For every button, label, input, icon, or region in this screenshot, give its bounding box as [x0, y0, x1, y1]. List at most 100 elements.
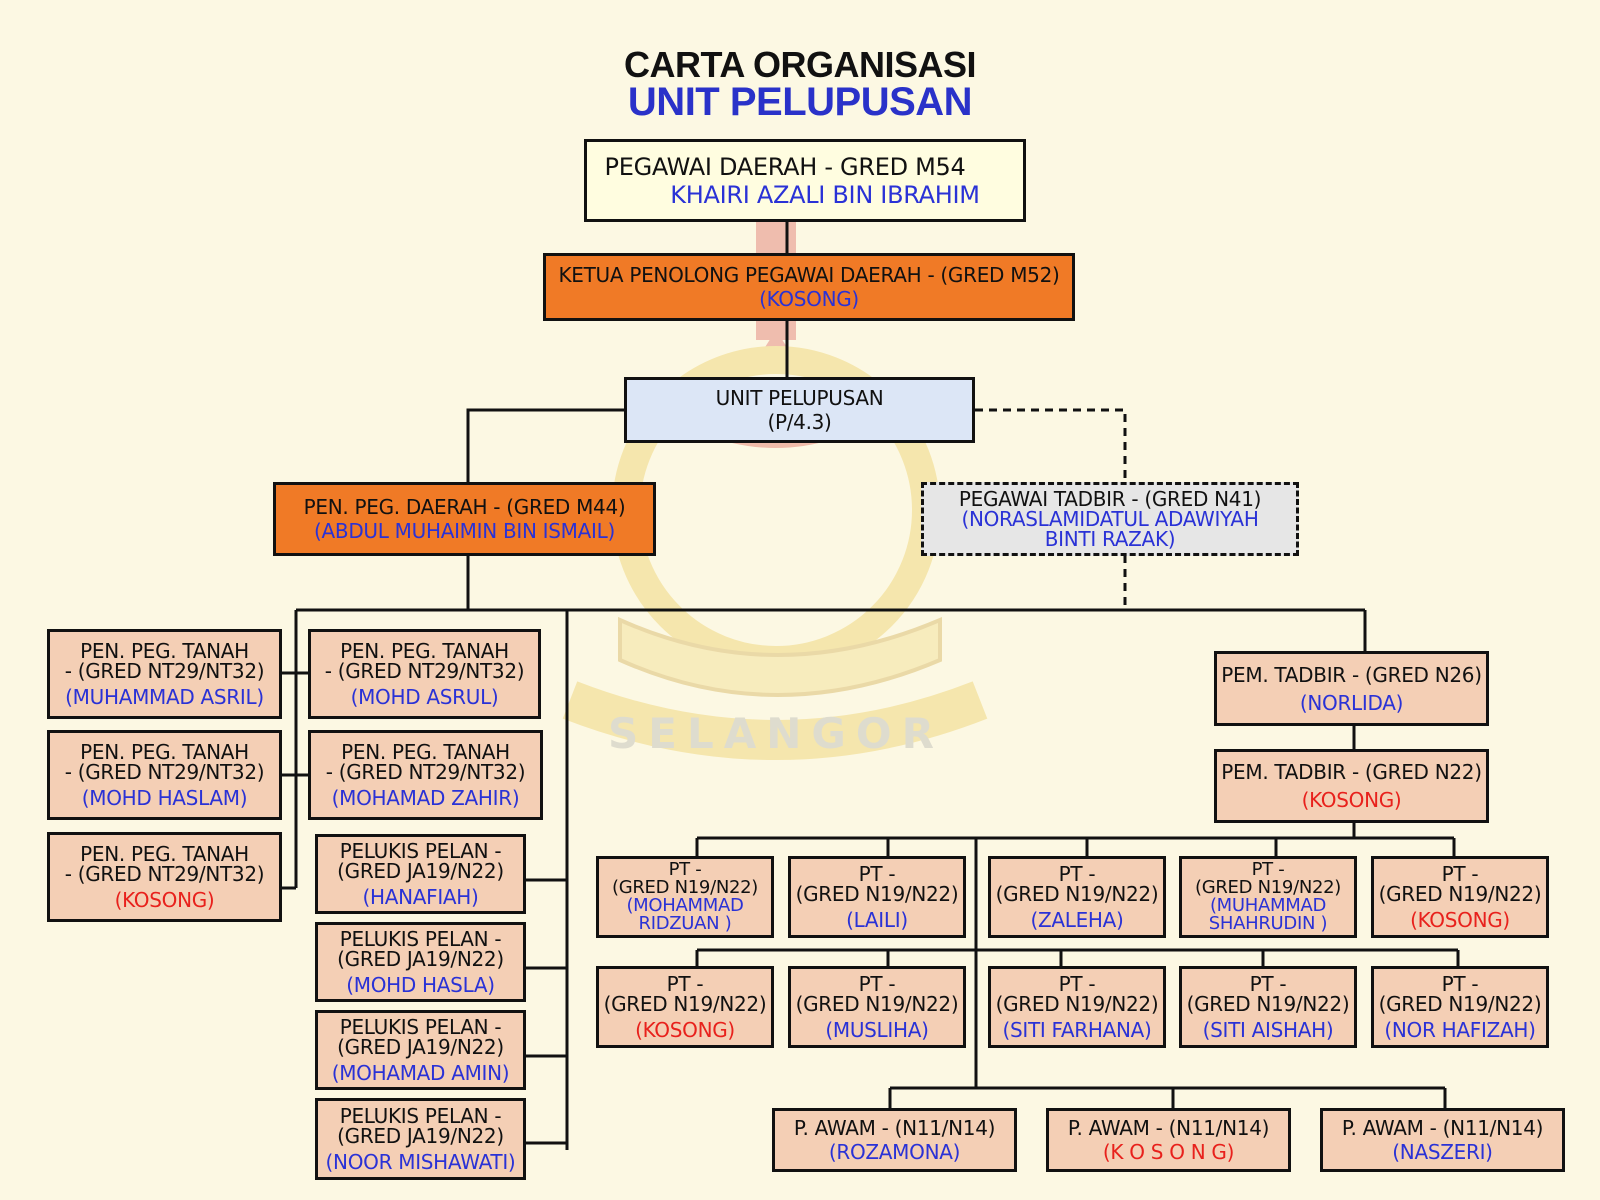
box-pem-tadbir-n22: PEM. TADBIR - (GRED N22) (KOSONG)	[1214, 749, 1489, 823]
box-name: (HANAFIAH)	[362, 885, 479, 909]
box-ketua-penolong: KETUA PENOLONG PEGAWAI DAERAH - (GRED M5…	[543, 253, 1075, 321]
box-name: (ROZAMONA)	[828, 1140, 961, 1164]
box-name: (K O S O N G)	[1102, 1140, 1235, 1164]
box-label: PEN. PEG. TANAH	[80, 842, 249, 866]
box-name: RIDZUAN )	[638, 913, 732, 934]
box-label: P. AWAM - (N11/N14)	[793, 1116, 996, 1140]
box-pem-tadbir-n26: PEM. TADBIR - (GRED N26) (NORLIDA)	[1214, 651, 1489, 726]
box-label: PEM. TADBIR - (GRED N26)	[1221, 662, 1482, 687]
box-label: PELUKIS PELAN -	[339, 1104, 502, 1128]
box-label: PT -	[858, 972, 896, 996]
box-label: KETUA PENOLONG PEGAWAI DAERAH - (GRED M5…	[558, 263, 1060, 287]
box-grade: (GRED N19/N22)	[795, 992, 959, 1016]
box-name: (MOHD HASLA)	[346, 973, 495, 997]
box-p-awam-1: P. AWAM - (N11/N14) (ROZAMONA)	[772, 1108, 1017, 1172]
box-grade: (GRED N19/N22)	[995, 882, 1159, 906]
box-grade: - (GRED NT29/NT32)	[64, 659, 265, 683]
box-name: (SITI FARHANA)	[1002, 1018, 1152, 1042]
box-name: (NASZERI)	[1392, 1140, 1493, 1164]
box-label: PEN. PEG. TANAH	[80, 740, 249, 764]
box-name: (NORLIDA)	[1299, 690, 1404, 715]
box-grade: (GRED JA19/N22)	[337, 947, 504, 971]
box-label: PEM. TADBIR - (GRED N22)	[1221, 760, 1482, 784]
box-name: KHAIRI AZALI BIN IBRAHIM	[670, 180, 980, 209]
box-label: PT -	[668, 859, 702, 880]
box-pt-1: PT - (GRED N19/N22) (MOHAMMAD RIDZUAN )	[596, 856, 774, 938]
box-label: PT -	[1058, 862, 1096, 886]
box-label: PEN. PEG. TANAH	[341, 740, 510, 764]
box-name: (NOOR MISHAWATI)	[325, 1150, 516, 1174]
box-label: PT -	[1441, 862, 1479, 886]
box-name: (SITI AISHAH)	[1202, 1018, 1334, 1042]
box-name: (ZALEHA)	[1030, 908, 1124, 932]
box-label: PEGAWAI TADBIR - (GRED N41)	[958, 487, 1262, 511]
box-grade: - (GRED NT29/NT32)	[324, 659, 525, 683]
box-name: (KOSONG)	[114, 888, 215, 912]
box-label: PELUKIS PELAN -	[339, 1015, 502, 1039]
box-grade: (GRED N19/N22)	[995, 992, 1159, 1016]
box-name: (MOHD ASRUL)	[350, 685, 499, 709]
box-name: (MOHAMMAD	[626, 895, 744, 916]
box-label: PT -	[666, 972, 704, 996]
box-pt-9: PT - (GRED N19/N22) (SITI AISHAH)	[1179, 966, 1357, 1048]
box-ppt-5: PEN. PEG. TANAH - (GRED NT29/NT32) (MOHA…	[308, 730, 543, 820]
box-pt-5: PT - (GRED N19/N22) (KOSONG)	[1371, 856, 1549, 938]
box-name: (MUHAMMAD	[1209, 895, 1327, 916]
box-code: (P/4.3)	[767, 410, 832, 434]
box-name: (KOSONG)	[759, 287, 859, 311]
box-grade: (GRED JA19/N22)	[337, 859, 504, 883]
box-name: BINTI RAZAK)	[1044, 527, 1176, 551]
box-name: (KOSONG)	[1301, 788, 1402, 812]
box-label: PEGAWAI DAERAH - GRED M54	[604, 152, 966, 181]
crest-banner	[618, 616, 942, 697]
box-pt-8: PT - (GRED N19/N22) (SITI FARHANA)	[988, 966, 1166, 1048]
box-name: (NOR HAFIZAH)	[1384, 1018, 1536, 1042]
box-label: PELUKIS PELAN -	[339, 927, 502, 951]
box-name: (ABDUL MUHAIMIN BIN ISMAIL)	[314, 519, 615, 543]
line-unit-ppd	[466, 408, 625, 483]
box-label: PT -	[1249, 972, 1287, 996]
box-pelukis-1: PELUKIS PELAN - (GRED JA19/N22) (HANAFIA…	[315, 834, 526, 914]
box-ppt-4: PEN. PEG. TANAH - (GRED NT29/NT32) (MOHD…	[308, 629, 541, 719]
box-name: (KOSONG)	[635, 1018, 735, 1042]
box-pt-2: PT - (GRED N19/N22) (LAILI)	[788, 856, 966, 938]
box-grade: - (GRED NT29/NT32)	[325, 760, 526, 784]
box-grade: - (GRED NT29/NT32)	[64, 760, 265, 784]
box-ppt-3: PEN. PEG. TANAH - (GRED NT29/NT32) (KOSO…	[47, 832, 282, 922]
box-pelukis-2: PELUKIS PELAN - (GRED JA19/N22) (MOHD HA…	[315, 922, 526, 1002]
box-grade: (GRED JA19/N22)	[337, 1124, 504, 1148]
box-label: PELUKIS PELAN -	[339, 839, 502, 863]
box-label: PT -	[1251, 859, 1285, 880]
line-unit-pt-dashed	[975, 408, 1127, 483]
box-name: (MOHAMAD ZAHIR)	[331, 786, 520, 810]
box-label: P. AWAM - (N11/N14)	[1341, 1116, 1544, 1140]
box-grade: (GRED N19/N22)	[1186, 992, 1350, 1016]
box-label: PT -	[858, 862, 896, 886]
box-pegawai-daerah: PEGAWAI DAERAH - GRED M54 KHAIRI AZALI B…	[584, 139, 1026, 222]
box-name: SHAHRUDIN )	[1208, 913, 1328, 934]
box-grade: - (GRED NT29/NT32)	[64, 862, 265, 886]
box-grade: (GRED N19/N22)	[603, 992, 767, 1016]
box-pegawai-tadbir: PEGAWAI TADBIR - (GRED N41) (NORASLAMIDA…	[921, 482, 1299, 556]
box-name: (MUHAMMAD ASRIL)	[65, 685, 264, 709]
box-label: P. AWAM - (N11/N14)	[1067, 1116, 1270, 1140]
watermark-text: SELANGOR	[608, 709, 944, 758]
box-p-awam-2: P. AWAM - (N11/N14) (K O S O N G)	[1046, 1108, 1291, 1172]
box-grade: (GRED JA19/N22)	[337, 1035, 504, 1059]
crest-star	[760, 330, 792, 355]
box-name: (MOHD HASLAM)	[81, 786, 248, 810]
box-label: PT -	[1441, 972, 1479, 996]
box-label: PEN. PEG. TANAH	[80, 639, 249, 663]
box-pt-3: PT - (GRED N19/N22) (ZALEHA)	[988, 856, 1166, 938]
box-pelukis-4: PELUKIS PELAN - (GRED JA19/N22) (NOOR MI…	[315, 1098, 526, 1180]
box-pt-7: PT - (GRED N19/N22) (MUSLIHA)	[788, 966, 966, 1048]
chart-title: CARTA ORGANISASI	[624, 44, 977, 85]
box-unit-pelupusan: UNIT PELUPUSAN (P/4.3)	[624, 377, 975, 443]
box-pt-10: PT - (GRED N19/N22) (NOR HAFIZAH)	[1371, 966, 1549, 1048]
box-label: PEN. PEG. TANAH	[340, 639, 509, 663]
box-pt-4: PT - (GRED N19/N22) (MUHAMMAD SHAHRUDIN …	[1179, 856, 1357, 938]
box-grade: (GRED N19/N22)	[1378, 882, 1542, 906]
crest-ribbon	[562, 681, 988, 760]
box-label: PT -	[1058, 972, 1096, 996]
